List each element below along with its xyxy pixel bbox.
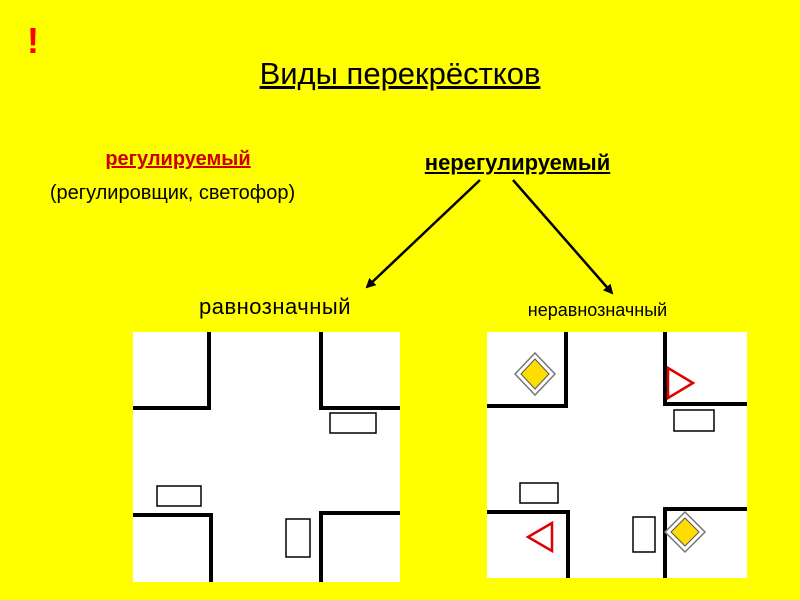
triangle-give-way-icon xyxy=(525,520,554,554)
curb-top-right xyxy=(319,332,400,410)
triangle-give-way-icon xyxy=(666,365,696,401)
unequal-label: неравнозначный xyxy=(527,300,668,320)
curb-top-left xyxy=(133,332,211,410)
unregulated-label: нерегулируемый xyxy=(424,150,611,175)
car-icon xyxy=(156,485,202,507)
diamond-priority-road-icon xyxy=(663,510,707,554)
car-icon xyxy=(285,518,311,558)
curb-bottom-right xyxy=(663,507,747,578)
curb-bottom-left xyxy=(133,513,213,582)
curb-top-left xyxy=(487,332,568,408)
curb-bottom-left xyxy=(487,510,570,578)
arrow-to-equal xyxy=(365,179,481,289)
car-icon xyxy=(329,412,377,434)
arrow-to-unequal xyxy=(512,179,614,295)
curb-top-right xyxy=(663,332,747,406)
equal-label: равнозначный xyxy=(199,294,351,319)
car-icon xyxy=(632,516,656,553)
car-icon xyxy=(673,409,715,432)
slide-title: Виды перекрёстков xyxy=(259,56,541,91)
regulated-note: (регулировщик, светофор) xyxy=(49,182,296,204)
regulated-label: регулируемый xyxy=(105,148,251,170)
car-icon xyxy=(519,482,559,504)
exclamation-mark: ! xyxy=(27,20,39,61)
unequal-intersection-diagram xyxy=(487,332,747,578)
diamond-priority-road-icon xyxy=(513,351,557,397)
curb-bottom-right xyxy=(319,511,400,582)
equal-intersection-diagram xyxy=(133,332,400,582)
